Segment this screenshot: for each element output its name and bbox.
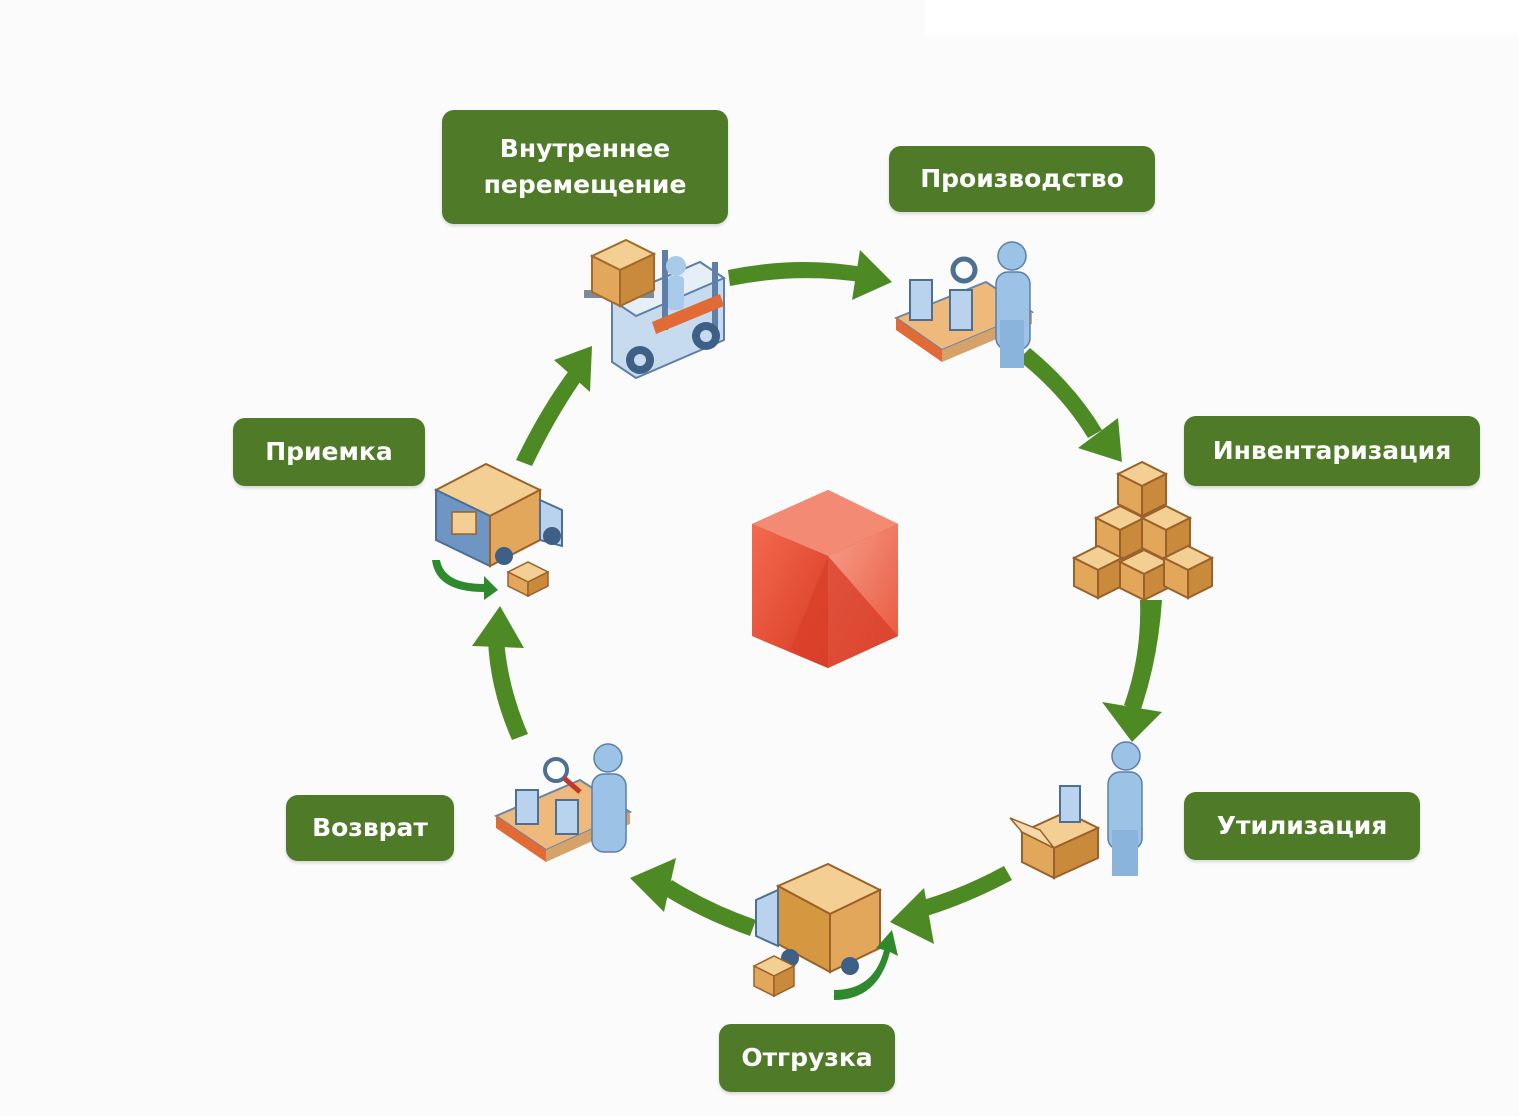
stage-label-shipping: Отгрузка [719,1024,895,1092]
arrow-production-to-inventory [1018,348,1122,462]
center-cube-icon [752,490,898,668]
receiving-truck-icon [432,462,563,600]
stage-label-inventory: Инвентаризация [1184,416,1480,486]
stage-label-return: Возврат [286,795,454,861]
arrow-move-to-production [728,250,892,300]
inventory-boxes-icon [1071,460,1215,602]
top-strip [925,0,1519,34]
shipping-truck-icon [752,862,898,1000]
stage-label-production: Производство [889,146,1155,212]
disposal-icon [1009,741,1143,880]
forklift-icon [584,238,727,380]
arrow-return-to-receiving [472,606,528,740]
arrow-receiving-to-move [516,346,592,466]
production-icon [893,241,1035,368]
arrow-disposal-to-shipping [890,866,1012,944]
stage-label-receiving: Приемка [233,418,425,486]
stage-label-internal-move: Внутреннее перемещение [442,110,728,224]
return-inspection-icon [493,743,633,862]
stage-label-disposal: Утилизация [1184,792,1420,860]
arrow-inventory-to-disposal [1102,600,1162,742]
arrow-shipping-to-return [630,858,756,936]
